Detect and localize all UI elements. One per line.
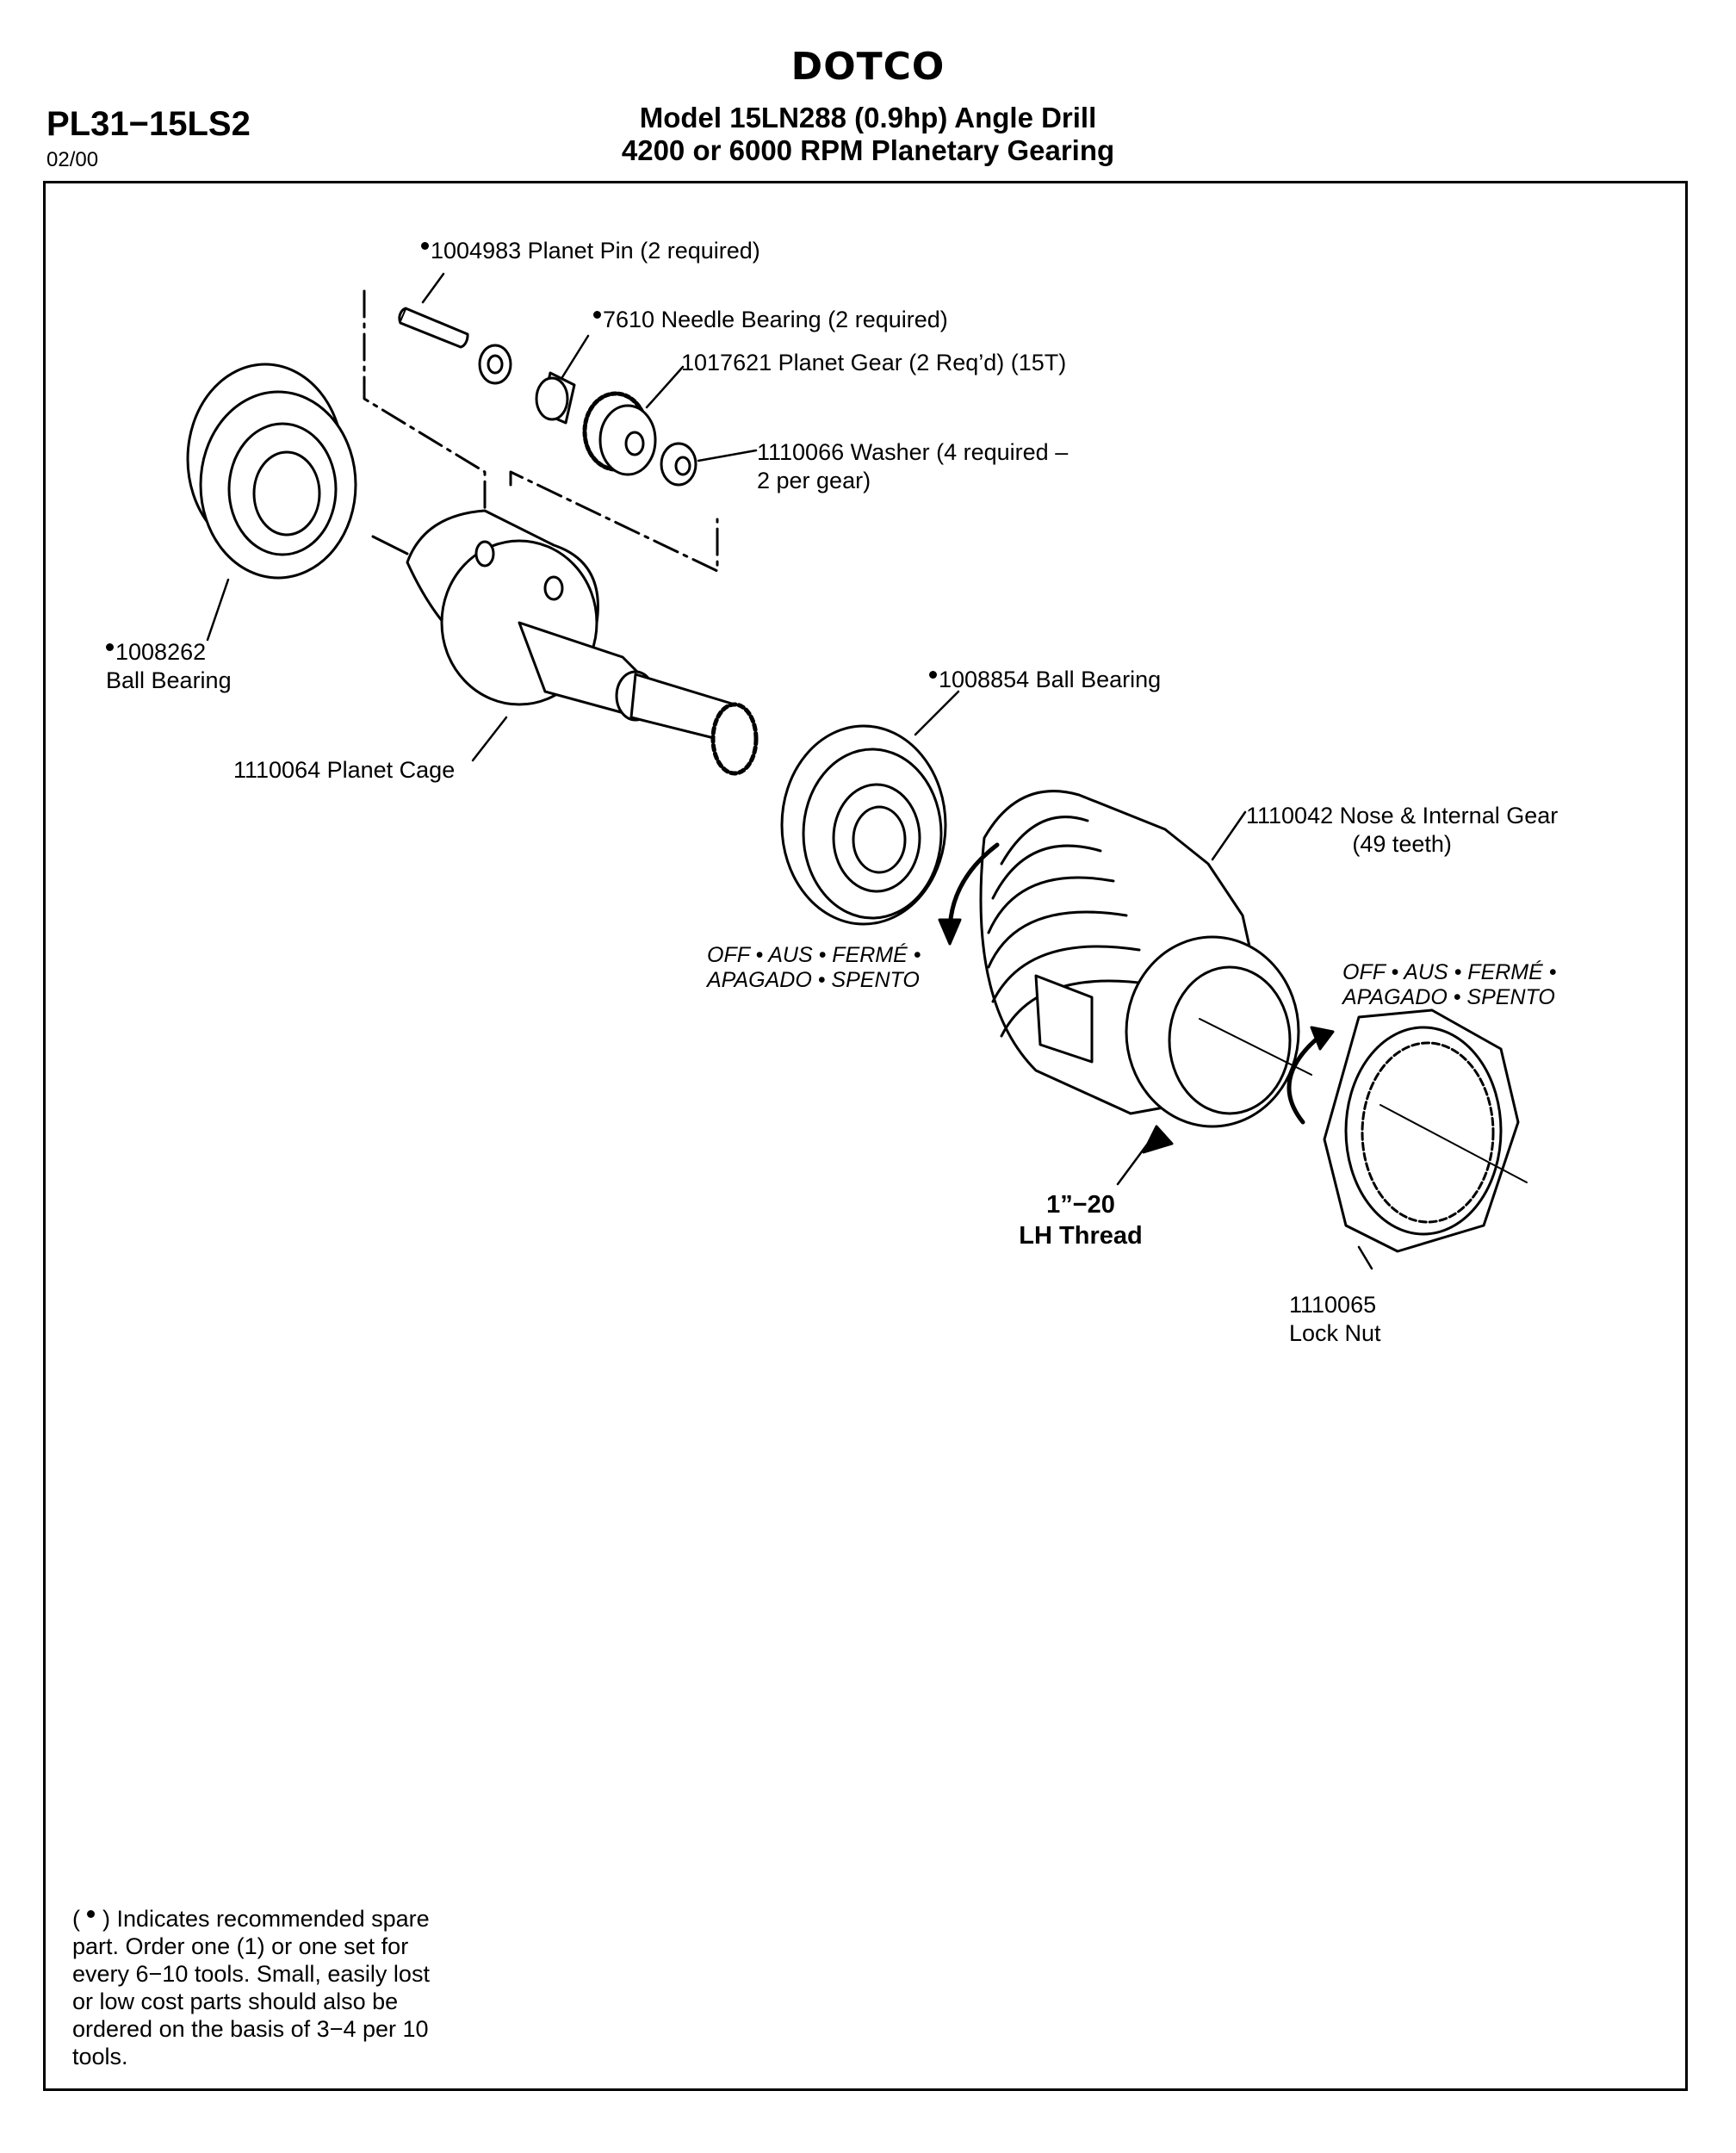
brand-title: DOTCO: [790, 45, 946, 89]
spare-part-bullet: [421, 242, 429, 250]
washer-label: 1110066 Washer (4 required – 2 per gear): [757, 438, 1068, 495]
ball-bearing-right-text: 1008854 Ball Bearing: [939, 667, 1162, 692]
planet-gear-part: [582, 391, 657, 476]
off-label-left: OFF • AUS • FERMÉ •APAGADO • SPENTO: [707, 943, 921, 993]
thread-line1: 1”−20: [1046, 1191, 1115, 1219]
thread-line2: LH Thread: [1019, 1222, 1143, 1250]
assembly-guide-lines: [363, 289, 719, 573]
thread-arrowhead: [1142, 1125, 1174, 1154]
rotation-arrow-right: [1286, 1033, 1323, 1125]
spare-part-bullet: [106, 643, 114, 651]
rotation-arrowhead-left: [938, 918, 962, 946]
nose-gear-line2: (49 teeth): [1352, 831, 1452, 857]
rotation-arrowhead-right: [1310, 1026, 1335, 1051]
document-date: 02/00: [46, 148, 99, 171]
planet-pin-text: 1004983 Planet Pin (2 required): [431, 238, 760, 264]
needle-bearing-label: 7610 Needle Bearing (2 required): [593, 306, 948, 334]
ball-bearing-right-part: [780, 724, 947, 926]
off-label-right: OFF • AUS • FERMÉ •APAGADO • SPENTO: [1342, 960, 1557, 1010]
washer-part: [660, 442, 698, 487]
footnote-text: ) Indicates recommended spare part. Orde…: [72, 1906, 430, 2069]
lock-nut-line1: 1110065: [1289, 1292, 1377, 1318]
lock-nut-line2: Lock Nut: [1289, 1320, 1381, 1346]
leader-lines: [206, 272, 1373, 1270]
footnote-open: (: [72, 1906, 87, 1932]
spare-part-bullet: [929, 671, 937, 679]
planet-cage-part: [371, 509, 759, 776]
ball-bearing-left-line1: 1008262: [115, 639, 207, 665]
document-code: PL31−15LS2: [46, 105, 251, 143]
planet-pin-label: 1004983 Planet Pin (2 required): [421, 237, 760, 265]
exploded-view-drawing: [186, 272, 1528, 1270]
washer-line1: 1110066 Washer (4 required –: [757, 439, 1069, 465]
spare-part-footnote: ( ) Indicates recommended spare part. Or…: [72, 1905, 451, 2070]
needle-bearing-text: 7610 Needle Bearing (2 required): [603, 307, 948, 332]
nose-internal-gear-part: [979, 790, 1312, 1128]
off-left-line2: APAGADO • SPENTO: [707, 968, 920, 992]
ball-bearing-left-line2: Ball Bearing: [106, 667, 232, 693]
spare-part-bullet: [86, 1910, 95, 1918]
nose-gear-label: 1110042 Nose & Internal Gear (49 teeth): [1246, 802, 1558, 859]
nose-gear-line1: 1110042 Nose & Internal Gear: [1246, 803, 1559, 828]
ball-bearing-left-part: [186, 363, 357, 580]
off-right-line1: OFF • AUS • FERMÉ •: [1342, 960, 1557, 984]
ball-bearing-right-label: 1008854 Ball Bearing: [929, 666, 1161, 694]
needle-bearing-part: [478, 344, 576, 425]
model-title: Model 15LN288 (0.9hp) Angle Drill: [639, 102, 1097, 133]
planet-gear-label: 1017621 Planet Gear (2 Req’d) (15T): [681, 350, 1067, 375]
off-left-line1: OFF • AUS • FERMÉ •: [707, 943, 921, 967]
gearing-subtitle: 4200 or 6000 RPM Planetary Gearing: [621, 134, 1115, 166]
lock-nut-part: [1323, 1008, 1528, 1253]
washer-line2: 2 per gear): [757, 468, 871, 493]
planet-pin-part: [398, 307, 469, 349]
diagram-frame: 1004983 Planet Pin (2 required) 7610 Nee…: [43, 181, 1688, 2091]
off-right-line2: APAGADO • SPENTO: [1342, 985, 1555, 1009]
planet-cage-label: 1110064 Planet Cage: [233, 757, 456, 783]
thread-label: 1”−20 LH Thread: [1003, 1189, 1158, 1251]
spare-part-bullet: [593, 311, 601, 319]
